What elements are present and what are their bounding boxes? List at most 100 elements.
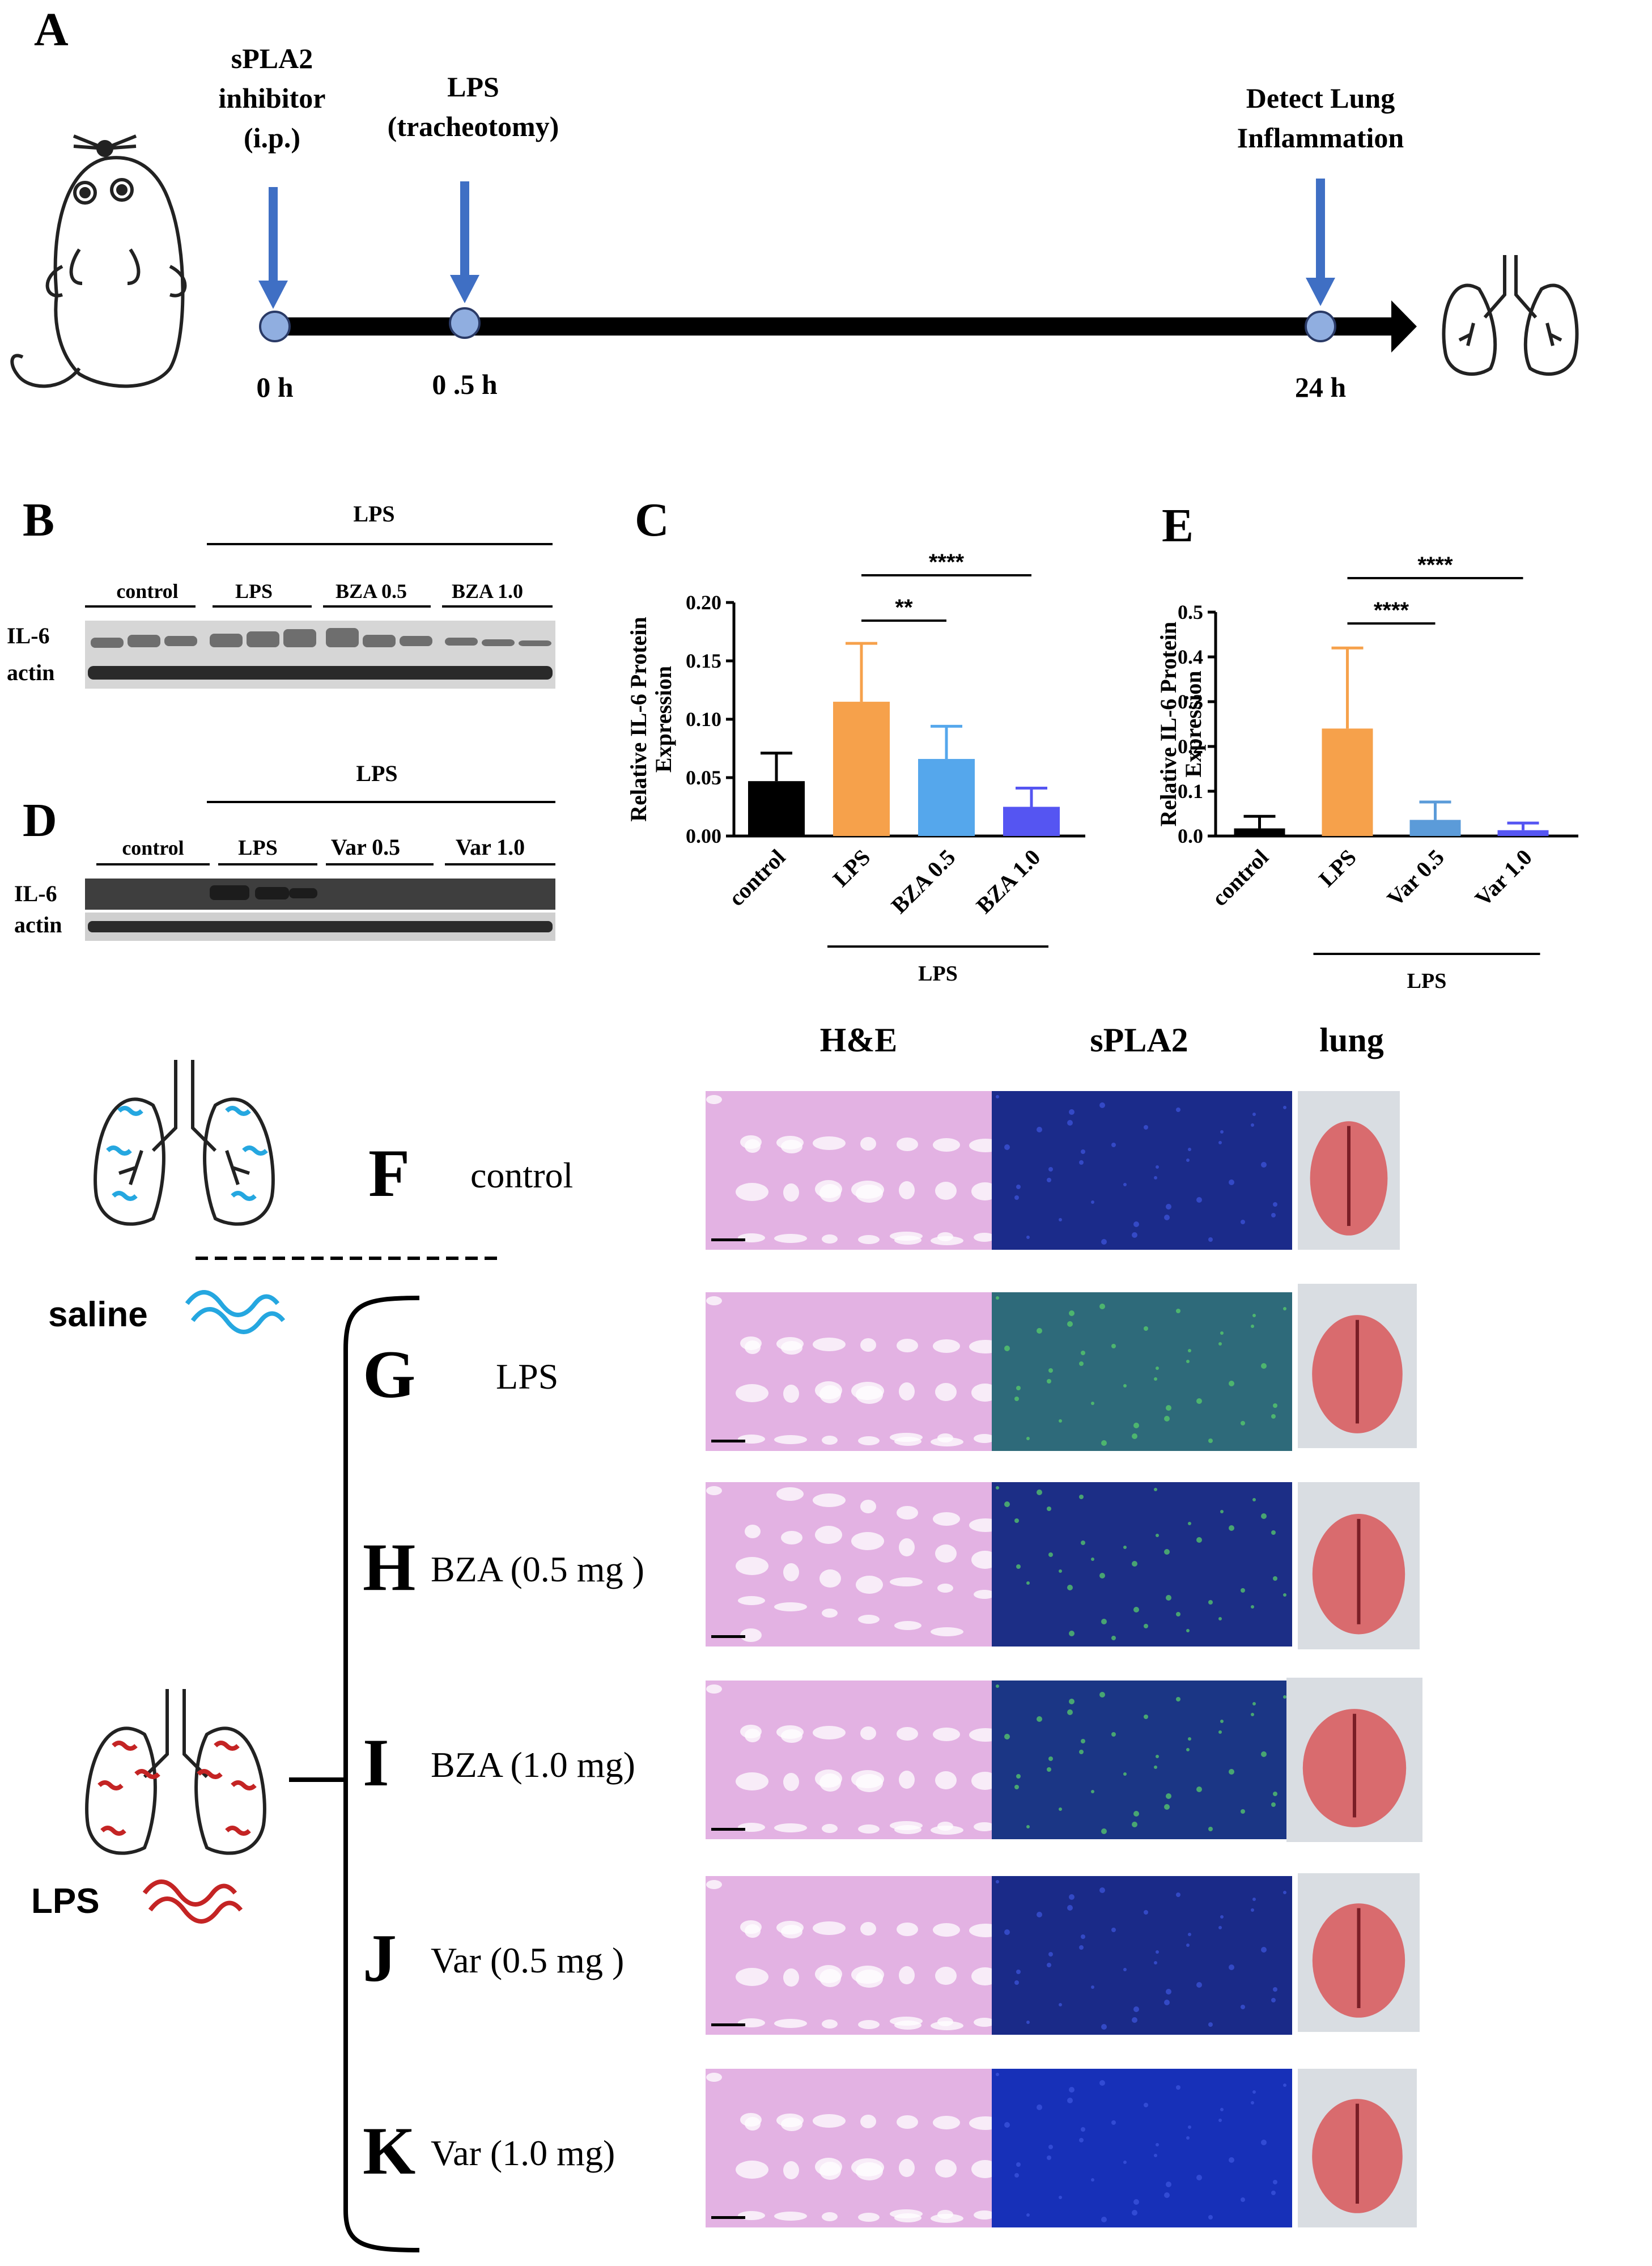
- bar: [1497, 830, 1549, 836]
- time-24h: 24 h: [1295, 371, 1347, 403]
- if-signal: [1144, 2103, 1148, 2107]
- he-alveolus: [774, 1435, 807, 1444]
- he-stain-image: [706, 1681, 992, 1839]
- control-lungs-wave-marks: [106, 1106, 268, 1201]
- if-signal: [1004, 2122, 1010, 2128]
- y-tick-label: 0.4: [1178, 646, 1203, 668]
- he-alveolus: [974, 1233, 995, 1242]
- if-signal: [1252, 1498, 1256, 1501]
- if-signal: [1016, 1185, 1021, 1189]
- y-tick-label: 0.2: [1178, 735, 1203, 758]
- if-signal: [1079, 2138, 1084, 2142]
- if-signal: [1208, 1827, 1213, 1831]
- if-signal: [1016, 1386, 1021, 1390]
- if-signal: [1188, 1148, 1191, 1151]
- he-alveolus: [813, 1136, 846, 1150]
- he-alveolus: [813, 1493, 846, 1507]
- if-signal: [1176, 1107, 1180, 1112]
- he-alveolus: [899, 2159, 915, 2177]
- if-signal: [1156, 1950, 1159, 1954]
- if-signal: [996, 1684, 999, 1688]
- if-signal: [1196, 2175, 1202, 2180]
- saline-label: saline: [48, 1295, 148, 1334]
- if-signal: [1037, 1716, 1042, 1722]
- if-signal: [1048, 1756, 1053, 1761]
- if-signal: [1037, 2104, 1042, 2110]
- if-signal: [1188, 1737, 1191, 1741]
- he-alveolus: [783, 1968, 799, 1987]
- if-signal: [1099, 2080, 1105, 2086]
- if-signal: [1251, 2101, 1254, 2104]
- if-signal: [1241, 1421, 1245, 1425]
- x-tick-label: BZA 1.0: [971, 845, 1046, 919]
- y-axis-label: Expression: [651, 666, 676, 773]
- if-signal: [1069, 1109, 1075, 1115]
- if-signal: [1154, 1766, 1157, 1769]
- if-signal: [1186, 1944, 1190, 1947]
- blot-d-row-il6: IL-6: [14, 881, 57, 906]
- panel-label-d: D: [23, 794, 57, 847]
- he-alveolus: [858, 1436, 880, 1445]
- if-signal: [1144, 1715, 1148, 1719]
- he-alveolus: [899, 1771, 915, 1789]
- if-signal: [1271, 1530, 1276, 1535]
- if-signal: [1166, 1204, 1171, 1210]
- he-alveolus: [736, 1557, 768, 1575]
- he-alveolus: [899, 1966, 915, 1984]
- he-scale-bar: [711, 1440, 745, 1442]
- he-alveolus: [736, 1384, 768, 1402]
- group-label: LPS: [1407, 969, 1447, 993]
- if-signal: [1176, 1612, 1180, 1616]
- he-alveolus: [937, 1584, 953, 1593]
- he-alveolus: [706, 2073, 722, 2082]
- if-signal: [1166, 1595, 1171, 1601]
- y-axis-label: Expression: [1180, 671, 1206, 777]
- he-alveolus: [783, 2161, 799, 2179]
- he-alveolus: [776, 1136, 804, 1149]
- he-alveolus: [851, 1181, 884, 1199]
- if-signal: [1047, 1963, 1051, 1967]
- lps-label-2: (tracheotomy): [388, 111, 559, 142]
- blot-d-group-label: Var 1.0: [456, 834, 525, 860]
- he-alveolus: [860, 2115, 876, 2128]
- if-signal: [1048, 1368, 1053, 1373]
- if-signal: [1220, 1331, 1224, 1335]
- he-alveolus: [851, 1532, 884, 1550]
- he-alveolus: [937, 2210, 953, 2219]
- if-signal: [1220, 1130, 1224, 1134]
- row-condition-label: BZA (0.5 mg ): [431, 1549, 644, 1589]
- if-signal: [1079, 1160, 1084, 1165]
- he-alveolus: [935, 2159, 957, 2178]
- he-alveolus: [858, 2213, 880, 2222]
- if-signal: [1069, 2087, 1075, 2093]
- if-signal: [1016, 1970, 1021, 1974]
- if-signal: [1251, 1908, 1254, 1912]
- if-signal: [1154, 1377, 1157, 1381]
- if-signal: [1251, 1123, 1254, 1127]
- he-alveolus: [774, 2212, 807, 2221]
- y-tick-label: 0.3: [1178, 690, 1203, 713]
- x-tick-label-group: Var 1.0: [1470, 845, 1537, 911]
- bar: [1322, 728, 1373, 836]
- if-signal: [1261, 1513, 1267, 1519]
- if-signal: [1067, 1905, 1073, 1911]
- if-signal: [1048, 2145, 1053, 2149]
- if-signal: [1164, 1215, 1170, 1220]
- row-condition-label: control: [470, 1155, 573, 1195]
- if-signal: [1218, 2119, 1222, 2122]
- he-alveolus: [822, 2019, 838, 2029]
- if-signal: [1099, 1102, 1105, 1108]
- if-signal: [1091, 1200, 1094, 1204]
- he-alveolus: [851, 1382, 884, 1400]
- col-header-he: H&E: [820, 1021, 898, 1059]
- he-alveolus: [738, 1596, 765, 1605]
- he-alveolus: [935, 1771, 957, 1789]
- he-alveolus: [860, 1338, 876, 1352]
- if-signal: [1186, 1159, 1190, 1162]
- y-tick-label: 0.1: [1178, 780, 1203, 803]
- y-tick-label: 0.0: [1178, 825, 1203, 847]
- if-signal: [1133, 1607, 1139, 1612]
- significance-label: ****: [1374, 598, 1409, 623]
